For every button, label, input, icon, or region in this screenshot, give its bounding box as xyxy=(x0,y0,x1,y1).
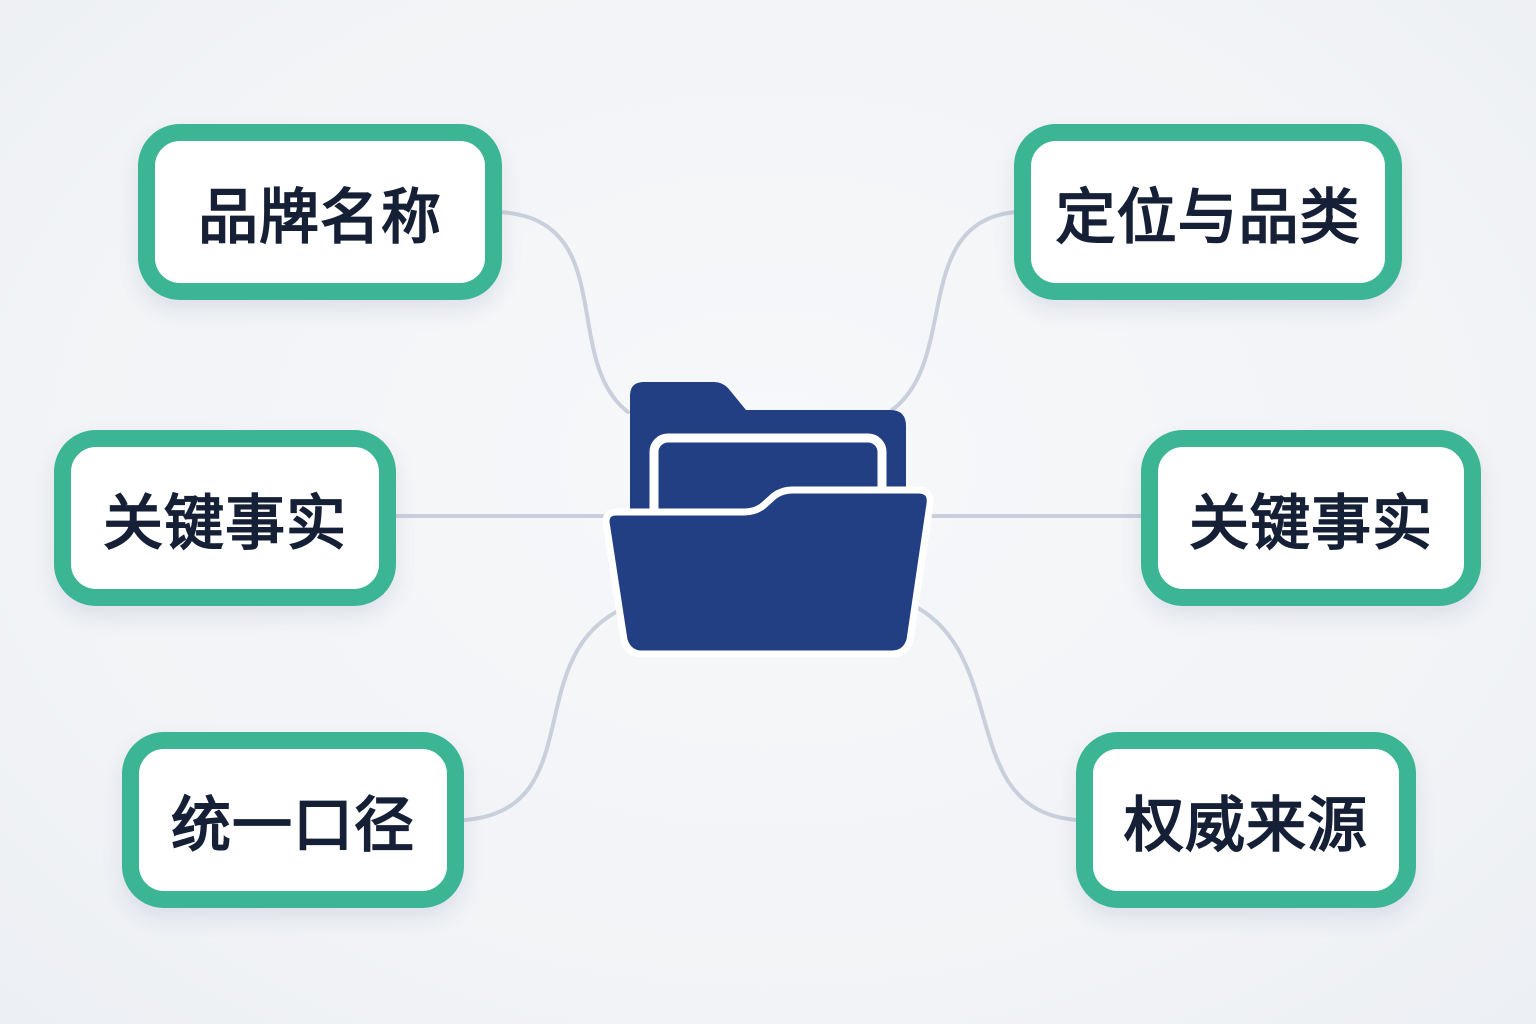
node-label: 定位与品类 xyxy=(1055,182,1361,253)
folder-front-flap xyxy=(602,486,934,658)
node-authoritative-source: 权威来源 xyxy=(1076,732,1416,908)
node-label: 权威来源 xyxy=(1124,790,1368,861)
open-folder-icon xyxy=(602,382,934,658)
connector-top-left xyxy=(498,210,630,414)
node-brand-name: 品牌名称 xyxy=(138,124,502,300)
node-unified-wording: 统一口径 xyxy=(122,732,464,908)
node-label: 关键事实 xyxy=(1189,488,1433,559)
connector-bottom-right xyxy=(916,606,1080,822)
node-label: 关键事实 xyxy=(103,488,347,559)
node-label: 品牌名称 xyxy=(198,182,442,253)
node-key-facts-right: 关键事实 xyxy=(1141,430,1481,606)
node-key-facts-left: 关键事实 xyxy=(54,430,396,606)
connector-bottom-left xyxy=(462,608,622,822)
node-label: 统一口径 xyxy=(171,790,415,861)
connector-top-right xyxy=(890,210,1018,412)
node-positioning-category: 定位与品类 xyxy=(1014,124,1402,300)
